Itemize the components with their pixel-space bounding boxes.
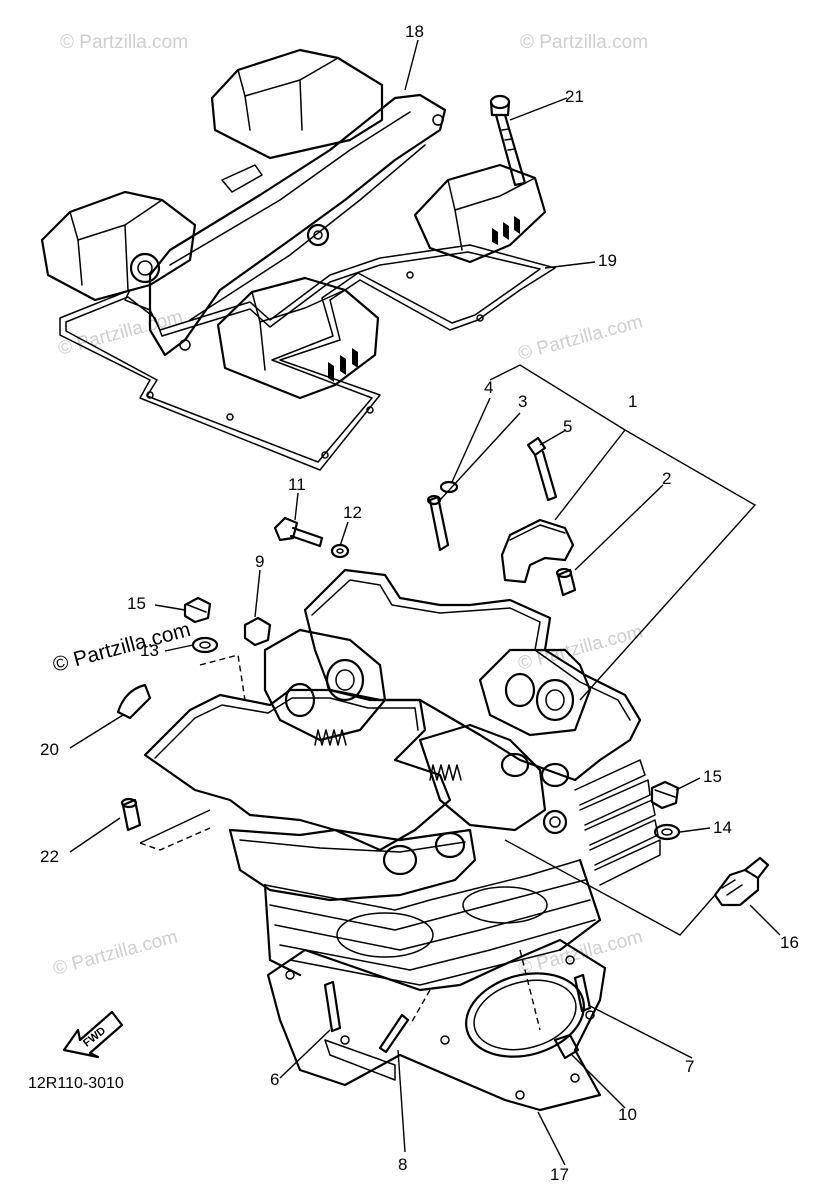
part-2-dowel-drawing (555, 567, 577, 597)
part-label-11: 11 (288, 475, 306, 494)
fwd-arrow-icon: FWD (62, 1010, 124, 1059)
part-16-spark-plug-drawing (713, 856, 770, 907)
part-label-4: 4 (484, 378, 493, 397)
part-labels: 18 21 19 4 3 5 1 2 11 12 9 15 13 20 15 1… (40, 22, 799, 1184)
watermark: © Partzilla.com (56, 306, 185, 359)
part-5-bolt-drawing (526, 436, 558, 502)
part-label-22: 22 (40, 847, 59, 866)
watermark: © Partzilla.com (520, 32, 648, 53)
part-label-1: 1 (628, 392, 637, 411)
part-22-dowel-drawing (120, 797, 142, 832)
part-12-washer-drawing (330, 543, 350, 559)
part-label-8: 8 (398, 1155, 407, 1174)
part-label-20: 20 (40, 740, 59, 759)
fwd-label: FWD (81, 1025, 108, 1050)
part-label-16: 16 (780, 933, 799, 952)
part-label-19: 19 (598, 251, 617, 270)
head-cover-drawing (40, 48, 547, 400)
head-cover-gasket-drawing (59, 164, 556, 471)
part-3-pin-drawing (426, 494, 450, 552)
part-1-cam-cap-drawing (500, 518, 575, 584)
part-4-clip-drawing (439, 480, 459, 494)
part-label-15-left: 15 (127, 594, 146, 613)
part-20-seal-drawing (116, 683, 152, 720)
part-label-21: 21 (565, 87, 584, 106)
part-label-3: 3 (518, 392, 527, 411)
part-label-17: 17 (550, 1165, 569, 1184)
watermark: © Partzilla.com (60, 32, 188, 53)
part-label-2: 2 (662, 469, 671, 488)
cylinder-head-gasket-drawing (266, 938, 607, 1112)
part-15-plug-drawing (183, 596, 212, 624)
watermark-dark: © Partzilla.com (50, 618, 193, 677)
part-label-7: 7 (685, 1057, 694, 1076)
part-7-stud-drawing (573, 973, 592, 1013)
leader-lines (69, 39, 781, 1166)
bolt-21-drawing (489, 94, 527, 187)
watermark: © Partzilla.com (516, 311, 645, 364)
part-label-10: 10 (618, 1105, 637, 1124)
watermark: © Partzilla.com (51, 926, 180, 979)
part-9-block-drawing (243, 616, 272, 647)
part-label-18: 18 (405, 22, 424, 41)
diagram-code: 12R110-3010 (28, 1075, 124, 1092)
part-label-14: 14 (713, 818, 732, 837)
part-6-stud-drawing (323, 980, 342, 1033)
part-11-bolt-drawing (273, 516, 324, 548)
part-label-6: 6 (270, 1070, 279, 1089)
part-10-dowel-drawing (553, 1033, 580, 1060)
part-14-washer-drawing (653, 823, 681, 841)
part-label-13: 13 (140, 641, 159, 660)
part-8-stud-drawing (378, 1013, 410, 1054)
part-label-12: 12 (343, 503, 362, 522)
cylinder-head-drawing (143, 568, 661, 986)
part-15-plug-right-drawing (650, 780, 680, 810)
part-label-5: 5 (563, 417, 572, 436)
part-13-washer-drawing (191, 636, 219, 654)
part-label-15-right: 15 (703, 767, 722, 786)
part-label-9: 9 (255, 552, 264, 571)
